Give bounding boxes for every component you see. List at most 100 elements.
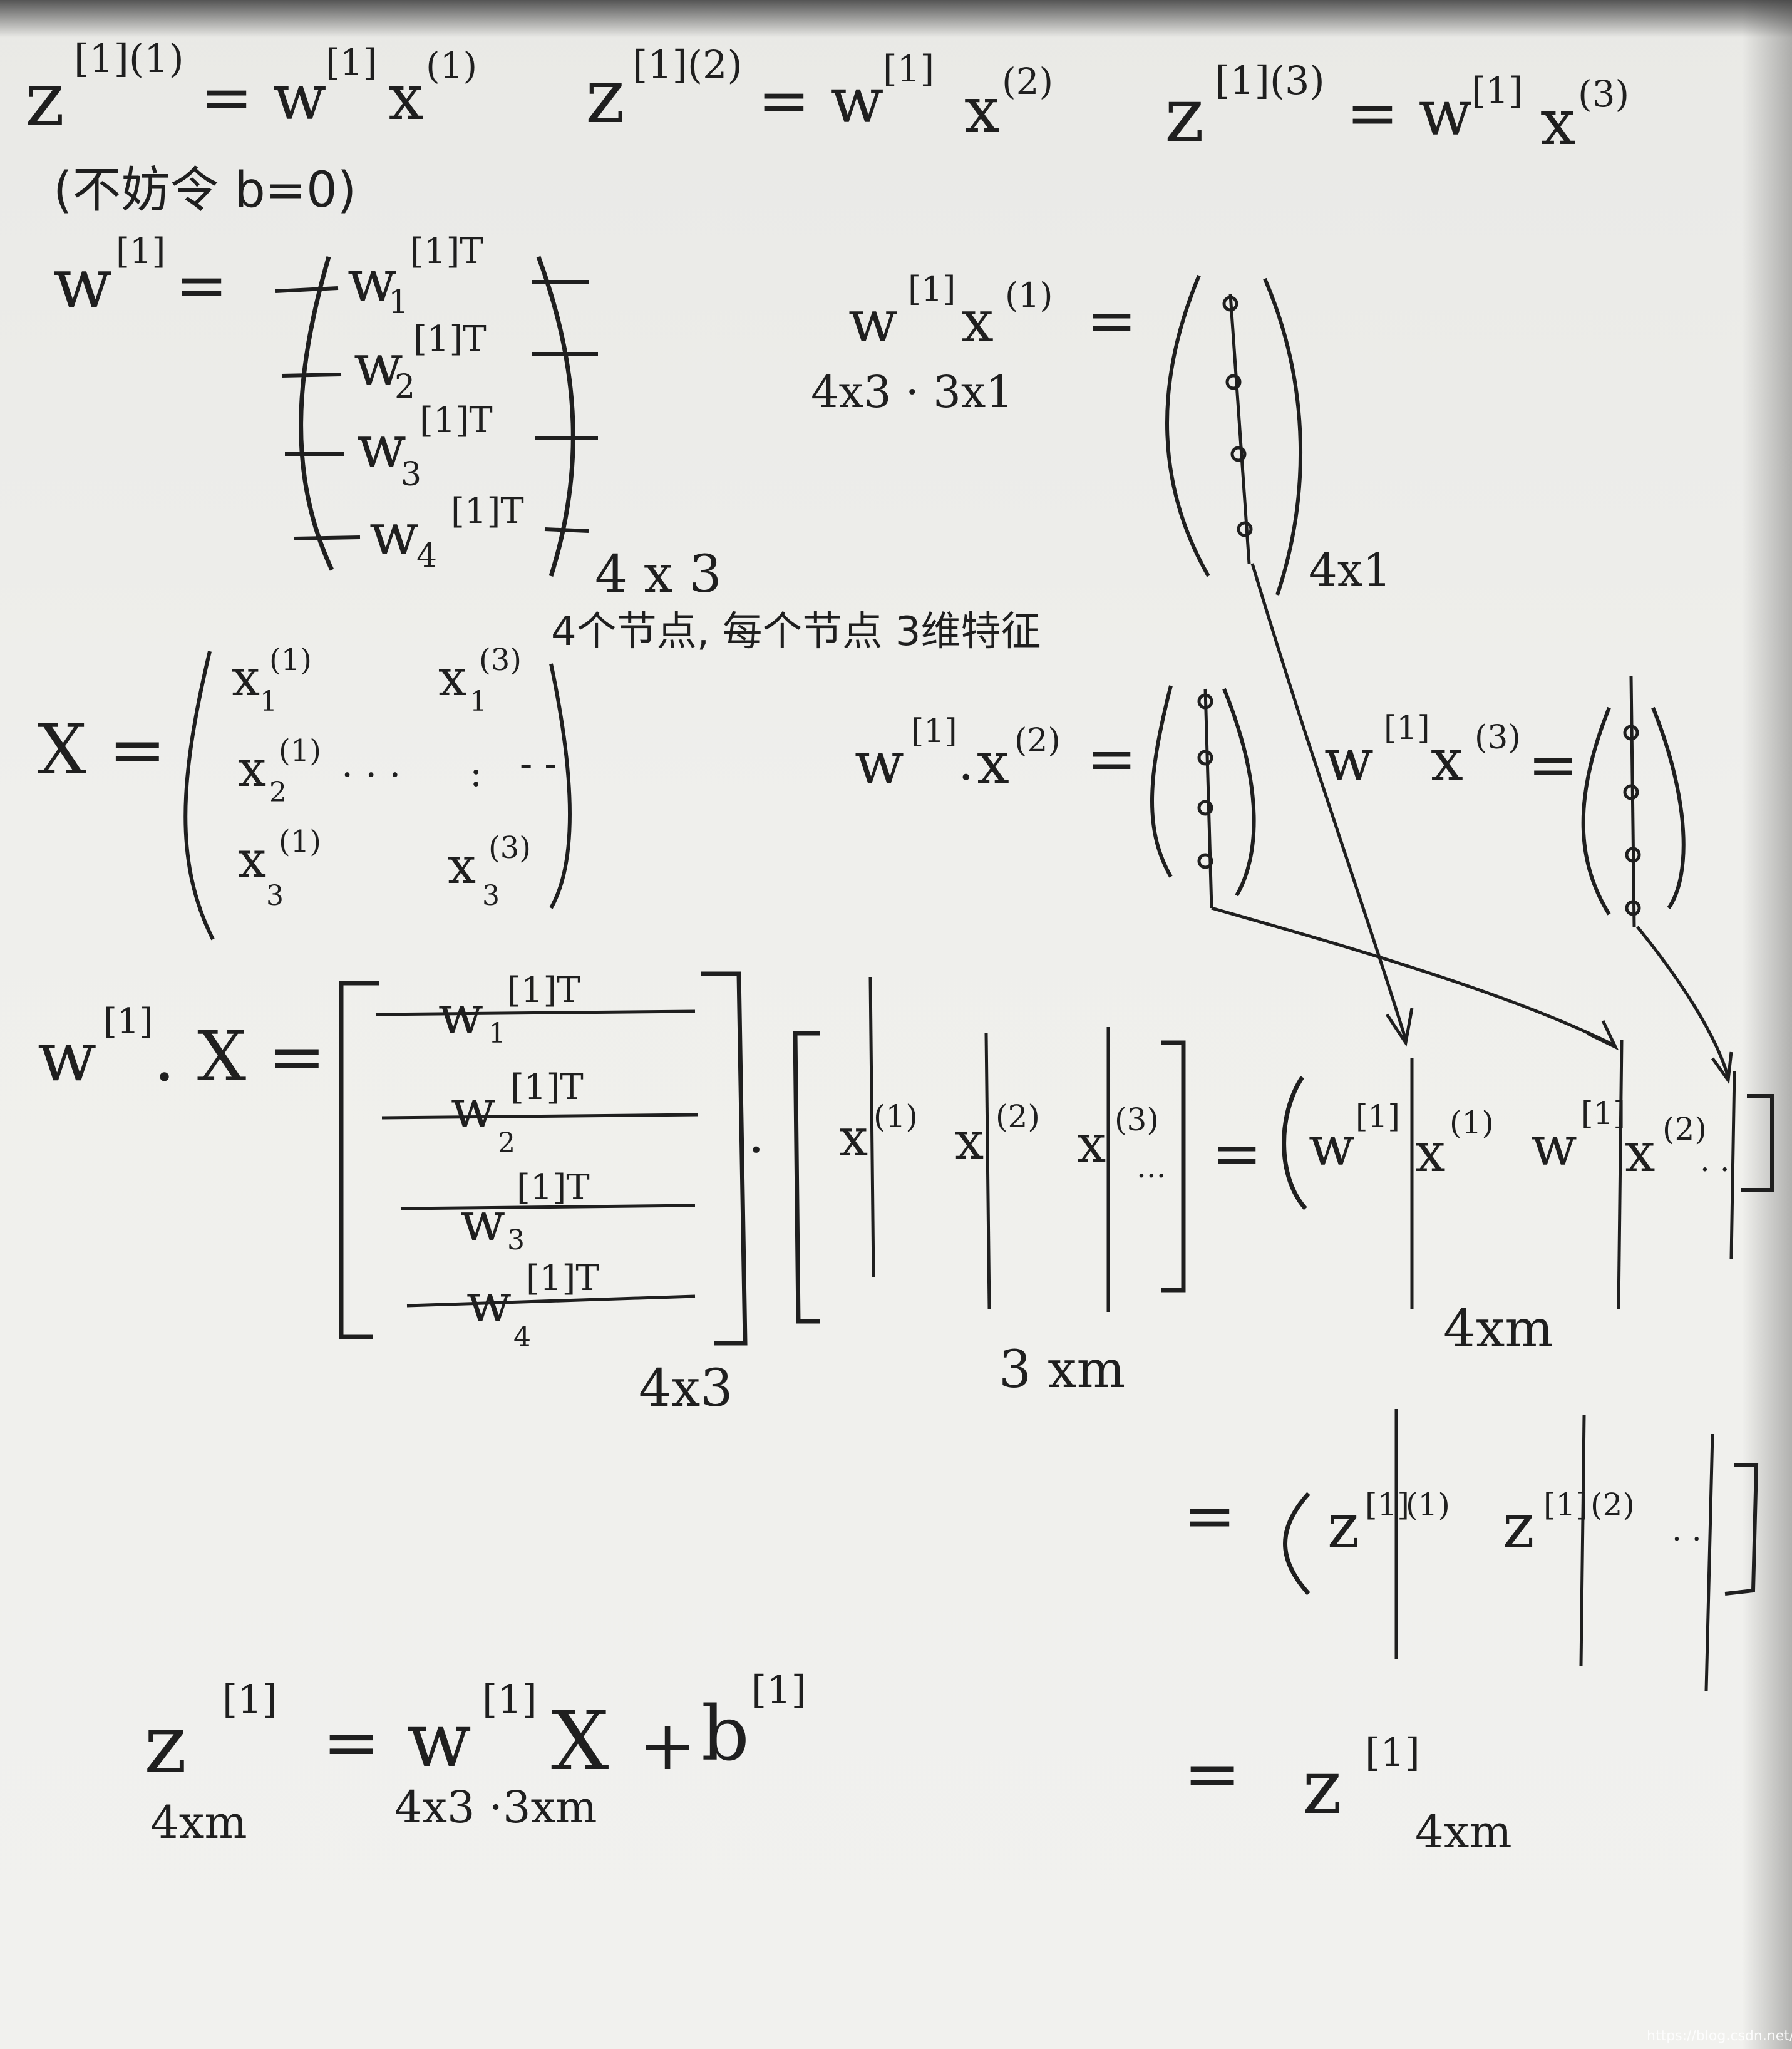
svg-text:(1): (1) [426,44,477,87]
svg-text:w: w [855,730,904,797]
svg-text:b: b [701,1691,749,1778]
svg-text:(1): (1) [279,824,321,859]
svg-text:1: 1 [260,686,277,718]
note-b-zero: (不妨令 b=0) [53,162,356,219]
svg-text:[1](2): [1](2) [632,42,743,88]
svg-text:x: x [232,649,260,707]
svg-text:=: = [1528,730,1578,800]
svg-text:(3): (3) [1115,1102,1159,1138]
svg-text:[1]: [1] [751,1667,806,1713]
svg-text:z: z [1302,1744,1342,1831]
svg-text:x: x [1431,726,1463,793]
svg-text:=: = [1086,724,1136,794]
svg-text:x: x [448,837,476,895]
svg-text:w: w [438,984,483,1046]
svg-text:(3): (3) [1578,73,1629,115]
svg-text:1: 1 [470,686,487,718]
page-top-shadow [0,0,1792,38]
svg-text:[1]: [1] [1471,70,1523,112]
svg-text:(1): (1) [279,733,321,768]
svg-text:w: w [38,1016,96,1097]
svg-text:x: x [1077,1115,1106,1174]
svg-text:x: x [1625,1122,1656,1184]
wx3-product: w [1] x (3) = [1324,676,1686,927]
svg-text:=: = [322,1702,380,1782]
svg-text:1: 1 [388,284,409,321]
svg-text:w: w [369,501,419,568]
svg-text:...: ... [1136,1148,1166,1185]
svg-text:x: x [964,73,999,147]
svg-text:1: 1 [488,1018,506,1050]
svg-text:= w: = w [1346,76,1472,150]
svg-text:4个节点, 每个节点 3维特征: 4个节点, 每个节点 3维特征 [551,609,1041,655]
svg-text:[1]: [1] [326,41,377,84]
svg-text:x: x [438,649,466,707]
final-equation: z [1] 4xm = w [1] X + b [1] 4x3 ·3xm = z… [144,1667,1512,1858]
svg-text:[1]: [1] [1365,1730,1420,1775]
svg-text:x: x [388,61,423,134]
svg-text:[1]T: [1]T [526,1258,599,1299]
svg-text:(1): (1) [1450,1105,1494,1141]
svg-text:[1]: [1] [908,269,956,309]
svg-text:(1): (1) [873,1098,918,1135]
svg-text:. .: . . [1672,1512,1702,1548]
svg-text:[1]: [1] [1356,1098,1400,1135]
svg-text:w: w [460,1191,505,1252]
svg-text:4x3 · 3x1: 4x3 · 3x1 [811,366,1014,418]
svg-text:x: x [955,1112,984,1171]
column-arrows [1211,563,1733,1085]
svg-text:w: w [354,332,403,399]
svg-text:4x1: 4x1 [1309,544,1391,596]
svg-text:(1): (1) [1005,276,1053,315]
svg-text:. . .: . . . [341,742,401,786]
svg-text:X: X [551,1693,609,1788]
svg-text:=: = [175,249,228,322]
svg-text:3: 3 [507,1224,525,1256]
watermark: https://blog.csdn.net/xx199602 [1647,2028,1792,2044]
svg-text:.: . [958,733,974,792]
svg-text:[1]: [1] [1543,1487,1588,1523]
svg-text:w: w [348,247,397,314]
equation-z1: z [1](1) = w [1] x (1) [25,36,477,143]
svg-text:=: = [1183,1479,1236,1552]
svg-text:z: z [585,53,625,140]
page-right-shadow [1742,0,1792,2049]
svg-text:3 xm: 3 xm [999,1340,1125,1400]
svg-text:=: = [1183,1733,1241,1814]
svg-text:(2): (2) [1590,1487,1635,1523]
svg-text:[1]: [1] [222,1676,277,1722]
svg-text:w: w [53,243,112,323]
svg-text:= w: = w [758,64,883,137]
svg-text:[1]T: [1]T [451,491,524,532]
svg-text:4xm: 4xm [1415,1805,1512,1858]
svg-text:w: w [1309,1115,1355,1178]
svg-text:4x3: 4x3 [639,1359,733,1418]
svg-text:[1]: [1] [482,1676,537,1722]
svg-text:w: w [451,1078,496,1140]
svg-text:[1]: [1] [1581,1095,1625,1132]
svg-text:3: 3 [266,880,284,912]
equation-z3: z [1](3) = w [1] x (3) [1165,58,1629,159]
svg-text:z: z [1503,1491,1535,1561]
svg-text:[1](3): [1](3) [1215,58,1325,103]
svg-text:4xm: 4xm [150,1796,247,1849]
w-matrix: w [1] = w 1 [1]T w 2 [1]T w 3 [1]T w 4 [… [53,231,1041,655]
svg-text:w: w [357,413,406,480]
svg-text:(3): (3) [1475,719,1521,756]
svg-text:w: w [1324,726,1374,793]
svg-text:4: 4 [513,1321,531,1353]
svg-text:[1]T: [1]T [517,1167,590,1208]
svg-text:+: + [639,1705,696,1785]
svg-text:[1]: [1] [103,1001,153,1042]
svg-text:(2): (2) [1002,60,1053,103]
svg-text:[1]: [1] [1365,1487,1409,1523]
svg-text:3: 3 [401,456,421,493]
svg-text:X =: X = [38,710,166,790]
svg-text:x: x [977,730,1009,797]
svg-text:x: x [238,740,266,798]
svg-text:[1](1): [1](1) [74,36,184,81]
svg-text:[1]: [1] [911,713,957,750]
wx2-product: w [1] . x (2) = [855,685,1256,909]
svg-text:(3): (3) [479,643,522,678]
